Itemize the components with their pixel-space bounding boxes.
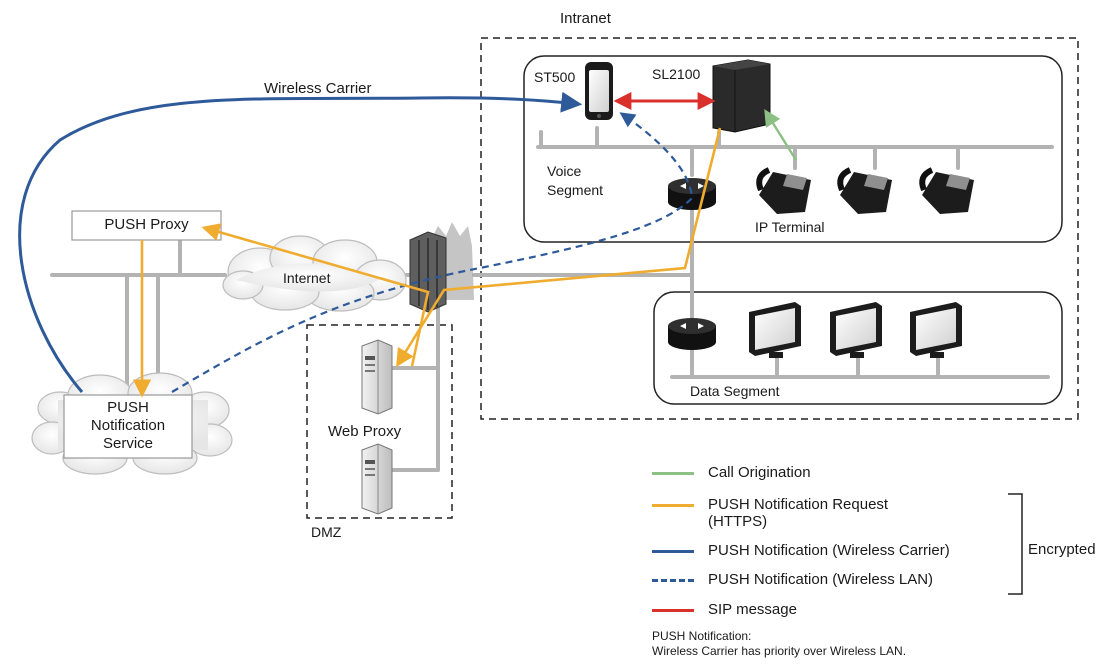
wireless-lan-line xyxy=(171,112,694,393)
note-text: Wireless Carrier has priority over Wirel… xyxy=(652,644,907,658)
st500-label: ST500 xyxy=(534,69,576,85)
ip-terminal-icon xyxy=(919,167,974,214)
legend-text: PUSH Notification (Wireless Carrier) xyxy=(708,542,950,559)
web-proxy-label: Web Proxy xyxy=(328,423,402,440)
ip-terminal-icon xyxy=(837,167,892,214)
call-origination-arrow xyxy=(764,109,798,161)
pc-icon xyxy=(830,302,882,358)
router-data-icon xyxy=(668,318,716,350)
pc-icon xyxy=(749,302,801,358)
legend-swatch xyxy=(652,504,694,507)
push-proxy-label: PUSH Proxy xyxy=(104,216,189,233)
dmz-label: DMZ xyxy=(311,524,342,540)
push-service-box xyxy=(63,394,193,459)
encrypted-label: Encrypted xyxy=(1028,541,1096,558)
data-segment-label: Data Segment xyxy=(690,383,780,399)
intranet-boundary xyxy=(480,37,1079,420)
wireless-carrier-label: Wireless Carrier xyxy=(264,80,372,97)
wireless-carrier-line xyxy=(18,91,583,393)
data-segment-box xyxy=(653,291,1063,405)
web-proxy-server-icon xyxy=(361,339,393,415)
internet-cloud xyxy=(222,235,407,312)
server-icon xyxy=(361,443,393,515)
ip-terminal-icon xyxy=(756,167,811,214)
push-service-label: PUSH Notification Service xyxy=(90,399,166,452)
ip-terminal-label: IP Terminal xyxy=(755,219,825,235)
push-request-webproxy-to-pushproxy xyxy=(201,223,430,367)
firewall-icon xyxy=(409,222,474,313)
legend-text: Call Origination xyxy=(708,464,811,481)
dmz-boundary xyxy=(306,324,453,519)
legend-swatch xyxy=(652,609,694,612)
voice-segment-box xyxy=(523,55,1063,243)
internet-label: Internet xyxy=(283,270,331,286)
sl2100-label: SL2100 xyxy=(652,66,701,82)
router-voice-icon xyxy=(668,178,716,210)
legend-swatch xyxy=(652,472,694,475)
legend-bracket xyxy=(1008,493,1023,595)
legend-text: PUSH Notification Request (HTTPS) xyxy=(708,496,889,530)
legend-text: SIP message xyxy=(708,601,797,618)
legend-swatch xyxy=(652,579,694,582)
legend-text: PUSH Notification (Wireless LAN) xyxy=(708,571,934,588)
ip-terminal-group xyxy=(756,167,974,214)
sl2100-chassis-icon xyxy=(712,59,771,133)
legend-swatch xyxy=(652,550,694,553)
pc-icon xyxy=(910,302,962,358)
network-lines xyxy=(50,126,1054,472)
voice-segment-label: Voice Segment xyxy=(547,163,604,198)
pc-group xyxy=(749,302,962,358)
note-title: PUSH Notification: xyxy=(652,629,752,643)
st500-phone-icon xyxy=(585,62,613,120)
push-proxy-box xyxy=(71,210,222,241)
intranet-label: Intranet xyxy=(560,10,611,27)
